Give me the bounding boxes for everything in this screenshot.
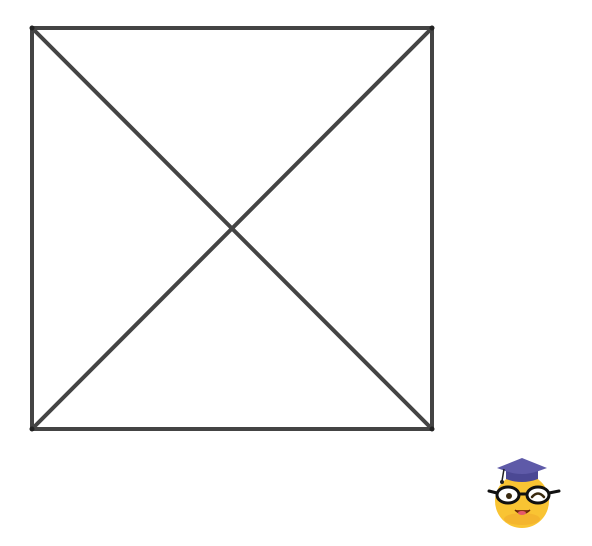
cap-tassel-cord: [501, 468, 505, 482]
cap-base: [506, 471, 538, 482]
emoji-tongue: [518, 511, 526, 515]
vertex-top-left: [29, 25, 35, 31]
square-outline: [30, 26, 434, 431]
cap-tassel: [500, 480, 504, 484]
vertex-bottom-right: [429, 426, 435, 432]
glasses-arm-left: [487, 489, 499, 495]
diagonal-top-right-to-bottom-left: [30, 26, 434, 431]
glasses-arm-right: [547, 489, 561, 495]
emoji-chin-shade: [504, 513, 540, 525]
eye-right-wink: [530, 492, 546, 499]
eye-left: [506, 493, 512, 499]
vertex-top-right: [429, 25, 435, 31]
graduate-emoji-with-glasses-icon: [487, 458, 561, 528]
square-vertices: [29, 25, 435, 432]
square-diagonals: [30, 26, 434, 431]
vertex-bottom-left: [29, 426, 35, 432]
